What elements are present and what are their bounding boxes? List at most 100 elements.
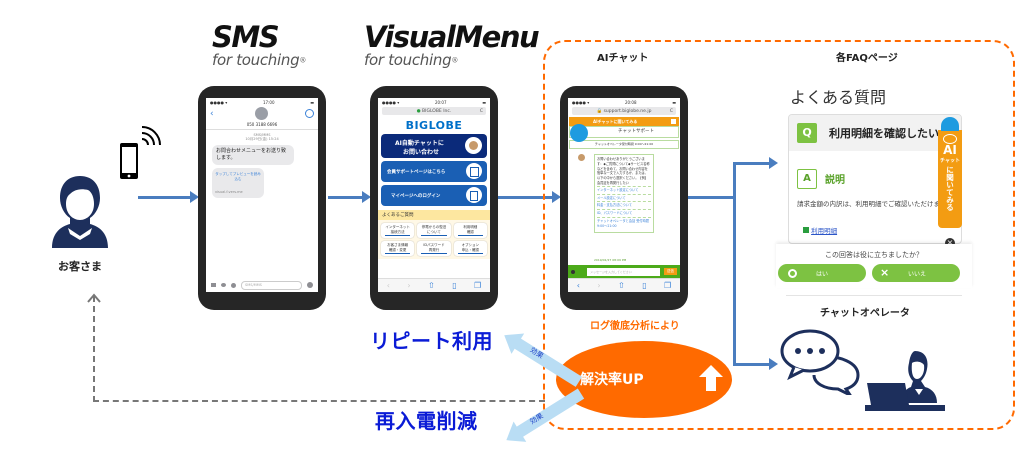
- arrow-head-icon: [769, 157, 778, 169]
- share-icon[interactable]: ⇧: [428, 281, 435, 290]
- chat-input-bar: メッセージを入力してください 送信: [568, 265, 680, 278]
- chat-hours-note: チャットオペレータ受付時間 9:00〜21:00: [569, 140, 679, 149]
- tabs-icon[interactable]: ❐: [664, 281, 672, 290]
- contact-avatar[interactable]: [255, 107, 268, 120]
- sms-link-preview[interactable]: タップしてプレビューを読み込む visual.f-vers.me: [212, 168, 264, 198]
- faq-item[interactable]: インターネット接続方法: [381, 223, 415, 238]
- side-tab-ask: に聞いてみる: [945, 166, 955, 211]
- chat-timestamp: 2019/02/27 08:09 PM: [594, 258, 627, 262]
- battery-icon: ▬: [310, 100, 314, 105]
- effect-arrow-repeat: 効果: [489, 325, 587, 407]
- chat-banner[interactable]: AIチャットに聞いてみる: [569, 117, 679, 126]
- forward-icon[interactable]: ›: [597, 281, 601, 290]
- faq-item-line1: 停電からの復旧: [421, 225, 447, 229]
- camera-icon[interactable]: [211, 283, 216, 287]
- reload-icon[interactable]: C: [479, 108, 483, 114]
- flow-line-to-faq: [733, 162, 771, 165]
- sms-subtitle: for touching®: [212, 52, 306, 69]
- sms-message-bubble: お問合わせメニューをお送り致します。: [212, 145, 294, 165]
- faq-item[interactable]: お客さま情報確認・変更: [381, 241, 415, 256]
- effect-arrow-reduce: 効果: [500, 382, 598, 464]
- chat-message-input[interactable]: メッセージを入力してください: [587, 267, 660, 276]
- back-icon[interactable]: ‹: [210, 109, 214, 119]
- return-arrow-up-icon: [87, 288, 101, 303]
- arrow-head-icon: [362, 191, 371, 203]
- minimize-icon[interactable]: [671, 119, 676, 124]
- speech-bubbles-icon: [780, 325, 880, 399]
- bookmarks-icon[interactable]: ▯: [452, 281, 457, 290]
- flow-line-to-operator: [733, 363, 771, 366]
- reload-icon[interactable]: C: [669, 108, 673, 114]
- aichat-heading: AIチャット: [597, 53, 649, 64]
- faq-item[interactable]: 利用明細確認: [453, 223, 487, 238]
- sms-input[interactable]: SMS/MMS: [241, 280, 302, 290]
- menu-button-member-support[interactable]: 会員サポートページはこちら: [381, 161, 487, 182]
- faq-item[interactable]: オプション申込・確認: [453, 241, 487, 256]
- lock-icon: 🔒: [596, 108, 604, 114]
- chat-option[interactable]: チャットオペレータと会話 受付時間 9:00〜21:00: [597, 216, 651, 230]
- chat-option[interactable]: 料金・支払方法について: [597, 201, 651, 209]
- answer-text: 請求金額の内訳は、利用明細でご確認いただけます。: [797, 200, 953, 208]
- menu-button-mypage-login[interactable]: マイページへのログイン: [381, 185, 487, 206]
- visualmenu-subtitle: for touching®: [364, 52, 538, 69]
- menu-button-line: お問い合わせ: [403, 149, 440, 156]
- faq-grid: インターネット接続方法 停電からの復旧について 利用明細確認 お客さま情報確認・…: [378, 220, 490, 259]
- feedback-question: この回答は役に立ちましたか？: [825, 251, 923, 259]
- faq-header: よくあるご質問: [378, 210, 490, 220]
- forward-icon[interactable]: ›: [407, 281, 411, 290]
- info-icon[interactable]: [305, 109, 314, 118]
- tabs-icon[interactable]: ❐: [474, 281, 482, 290]
- answer-link[interactable]: 利用明細: [811, 227, 838, 235]
- settings-icon[interactable]: [571, 269, 575, 274]
- bookmarks-icon[interactable]: ▯: [642, 281, 647, 290]
- answer-link-row[interactable]: 利用明細: [803, 225, 837, 235]
- status-bar: ●●●● ▾17:00▬: [206, 98, 318, 107]
- faq-item[interactable]: 停電からの復旧について: [417, 223, 451, 238]
- appstore-icon[interactable]: [231, 282, 236, 288]
- visualmenu-subtitle-text: for touching: [364, 51, 452, 69]
- chat-option[interactable]: ID、パスワードについて: [597, 209, 651, 217]
- biglobe-bot-badge-icon: [941, 117, 959, 131]
- signal-icon: ●●●● ▾: [382, 100, 400, 105]
- faq-item-line1: オプション: [461, 243, 480, 247]
- chat-option[interactable]: インターネット設定について: [597, 185, 651, 194]
- mic-icon[interactable]: [307, 282, 313, 288]
- send-button[interactable]: 送信: [664, 268, 677, 275]
- back-icon[interactable]: ‹: [576, 281, 580, 290]
- faq-item-line2: 再発行: [421, 248, 447, 254]
- feedback-no-button[interactable]: × いいえ: [872, 264, 960, 282]
- ai-chat-side-tab[interactable]: AI チャット に聞いてみる: [938, 130, 962, 228]
- preview-link-text[interactable]: タップしてプレビューを読み込む: [215, 172, 261, 181]
- url-bar[interactable]: ● BIGLOBE Inc.C: [382, 107, 486, 115]
- chat-option[interactable]: メール設定について: [597, 193, 651, 202]
- back-icon[interactable]: ‹: [386, 281, 390, 290]
- side-tab-ai: AI: [943, 143, 957, 157]
- status-bar: ●●●● ▾20:08▬: [568, 98, 680, 107]
- faq-item-line2: について: [421, 230, 447, 236]
- sms-input-bar: SMS/MMS: [206, 280, 318, 290]
- visualmenu-phone: ●●●● ▾20:07▬ ● BIGLOBE Inc.C BIGLOBE AI自…: [370, 86, 498, 310]
- browser-toolbar: ‹ › ⇧ ▯ ❐: [568, 278, 680, 292]
- heart-icon[interactable]: [221, 283, 226, 287]
- faq-item[interactable]: IDパスワード再発行: [417, 241, 451, 256]
- menu-button-line: AI自動チャットに: [395, 140, 444, 147]
- status-time: 20:08: [624, 100, 637, 105]
- feedback-yes-button[interactable]: はい: [778, 264, 866, 282]
- sms-screen: ●●●● ▾17:00▬ ‹ 050 3188 6696 SMS/MMS 10月…: [206, 98, 318, 292]
- biglobe-logo: BIGLOBE: [405, 119, 463, 132]
- analysis-note: ログ徹底分析により: [590, 321, 680, 332]
- menu-button-ai-chat[interactable]: AI自動チャットに お問い合わせ: [381, 134, 487, 158]
- browser-toolbar: ‹ › ⇧ ▯ ❐: [378, 278, 490, 292]
- sms-header: ‹ 050 3188 6696: [206, 107, 318, 130]
- repeat-use-label: リピート利用: [370, 329, 493, 353]
- faq-divider: [786, 295, 962, 296]
- faq-pages-heading: 各FAQページ: [836, 53, 898, 64]
- visualmenu-heading: VisualMenu for touching®: [364, 22, 540, 69]
- return-path-dashed: [93, 296, 545, 402]
- share-icon[interactable]: ⇧: [618, 281, 625, 290]
- close-feedback-icon[interactable]: ×: [945, 238, 955, 248]
- sms-phone: ●●●● ▾17:00▬ ‹ 050 3188 6696 SMS/MMS 10月…: [198, 86, 326, 310]
- link-domain: visual.f-vers.me: [215, 190, 243, 194]
